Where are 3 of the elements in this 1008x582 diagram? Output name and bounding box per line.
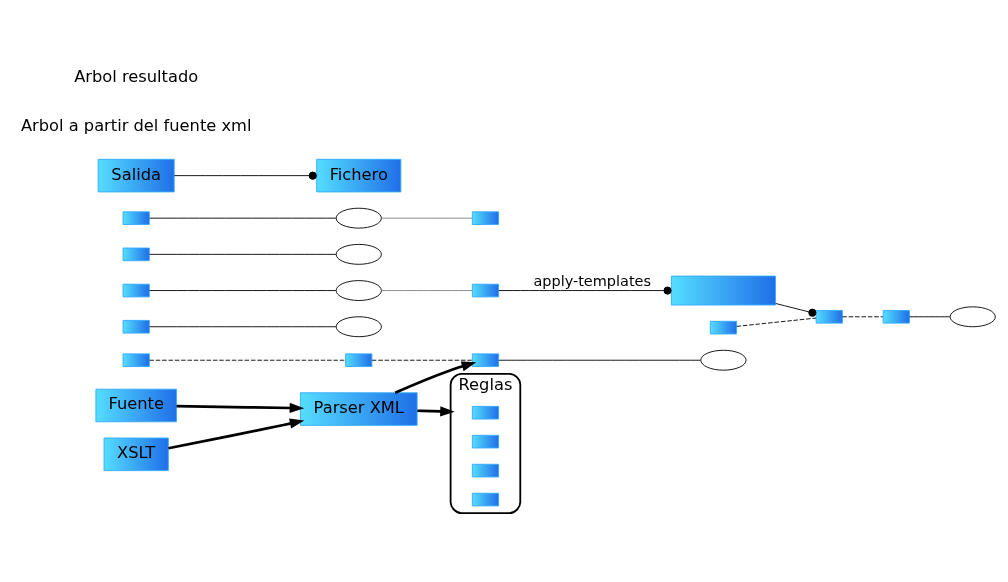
edge-label: apply-templates bbox=[533, 272, 652, 289]
label: Arbol resultado bbox=[74, 66, 199, 86]
label: Arbol a partir del fuente xml bbox=[20, 115, 252, 135]
